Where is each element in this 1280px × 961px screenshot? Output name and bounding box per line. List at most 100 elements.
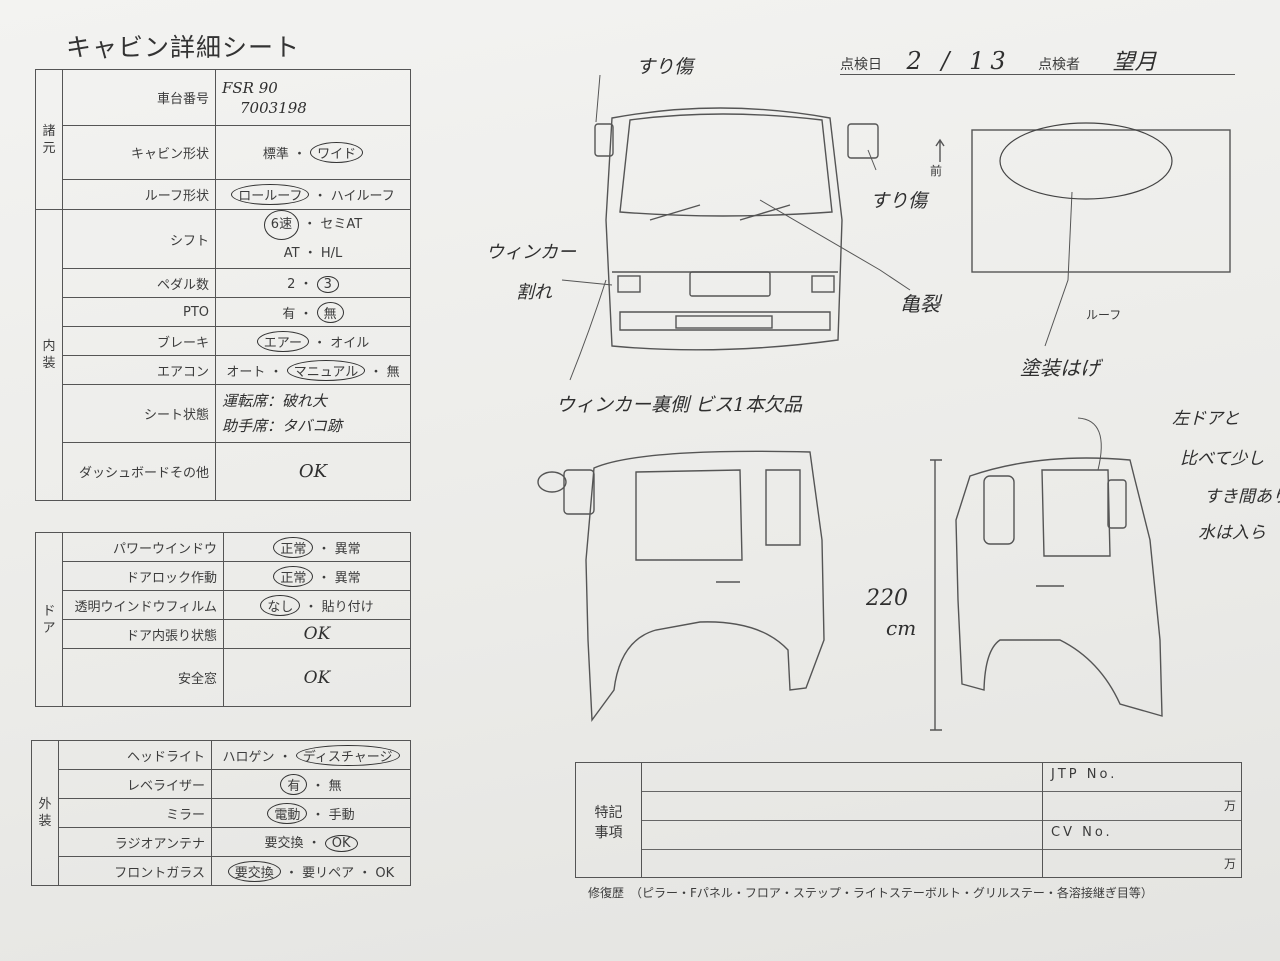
option: 2 <box>287 277 296 292</box>
group-door: ドア <box>35 532 63 707</box>
separator: ・ <box>299 306 313 322</box>
option-circled: エアー <box>256 330 309 352</box>
door-lock-value: 正常 ・ 異常 <box>223 561 411 591</box>
windshield-value: 要交換 ・ 要リペア ・ OK <box>211 856 411 886</box>
separator: ・ <box>369 364 383 380</box>
brake-value: エアー ・ オイル <box>215 326 411 356</box>
separator: ・ <box>317 570 331 586</box>
annotation-crack: 亀裂 <box>900 292 940 316</box>
separator: ・ <box>284 865 298 881</box>
notes-line <box>642 820 1241 821</box>
specs-interior-table: 諸元 車台番号 FSR 90 7003198 キャビン形状 標準 ・ ワイド ル… <box>35 69 411 501</box>
row-label: シフト <box>62 209 216 269</box>
door-table: ドア パワーウインドウ 正常 ・ 異常 ドアロック作動 正常 ・ 異常 透明ウイ… <box>35 532 411 707</box>
annotation-winker-back: ウィンカー裏側 ビス1本欠品 <box>556 394 803 416</box>
row-label: PTO <box>62 297 216 327</box>
inspector-label: 点検者 <box>1038 57 1081 73</box>
row-label: 車台番号 <box>62 69 216 126</box>
repair-history: 修復歴 （ピラー・Fパネル・フロア・ステップ・ライトステーボルト・グリルステー・… <box>588 886 1153 900</box>
option: H/L <box>320 246 343 261</box>
group-interior: 内装 <box>35 209 63 501</box>
option-circled: 正常 <box>273 565 314 587</box>
option: 要リペア <box>302 865 355 881</box>
option-circled: 正常 <box>273 536 314 558</box>
row-label: 安全窓 <box>62 648 224 707</box>
chassis-model: FSR 90 <box>222 78 278 97</box>
separator: ・ <box>304 599 318 615</box>
inspection-date: 2 / 13 <box>906 47 1012 75</box>
option: 要交換 <box>264 836 304 851</box>
group-exterior: 外装 <box>31 740 59 886</box>
option-circled: マニュアル <box>286 359 366 381</box>
chassis-serial: 7003198 <box>240 98 307 117</box>
option: 有 <box>282 306 296 322</box>
jtp-number-label: JTP No. <box>1051 767 1118 782</box>
notes-line <box>642 791 1241 792</box>
header-underline <box>840 74 1235 75</box>
row-label: ラジオアンテナ <box>58 827 212 857</box>
pto-value: 有 ・ 無 <box>215 297 411 327</box>
option: ハロゲン <box>222 749 275 765</box>
safety-window-value: OK <box>223 648 411 707</box>
side-view-left-drawing <box>537 450 825 723</box>
cabin-shape-value: 標準 ・ ワイド <box>215 125 411 180</box>
annotation-door-4: 水は入ら <box>1198 523 1266 543</box>
option: 無 <box>386 364 400 380</box>
power-window-value: 正常 ・ 異常 <box>223 532 411 562</box>
annotation-scratch-right: すり傷 <box>870 190 928 212</box>
sheet-title: キャビン詳細シート <box>66 33 301 62</box>
separator: ・ <box>311 778 325 794</box>
annotation-height-value: 220 <box>866 586 908 611</box>
option: オイル <box>330 335 370 351</box>
annotation-door-3: すき間あり <box>1204 487 1280 507</box>
cv-number-label: CV No. <box>1051 825 1113 840</box>
option-circled: なし <box>260 594 301 616</box>
special-notes-box: 特記 事項 JTP No. 万 CV No. 万 <box>575 762 1242 878</box>
option-circled: ロールーフ <box>231 184 310 205</box>
exterior-table: 外装 ヘッドライト ハロゲン ・ ディスチャージ レベライザー 有 ・ 無 ミラ… <box>31 740 411 886</box>
option: オート <box>226 364 266 380</box>
inspection-header: 点検日 2 / 13 点検者 望月 <box>840 44 1157 76</box>
passenger-seat-note: 助手席：タバコ跡 <box>222 416 343 435</box>
separator: ・ <box>292 147 306 162</box>
option: AT <box>283 246 300 261</box>
notes-line <box>642 849 1241 850</box>
separator: ・ <box>307 836 321 851</box>
annotation-door-1: 左ドアと <box>1172 409 1240 429</box>
separator: ・ <box>269 364 283 380</box>
separator: ・ <box>313 189 327 204</box>
inspection-date-label: 点検日 <box>840 57 882 73</box>
dashboard-value: OK <box>215 442 411 501</box>
option: 無 <box>328 778 342 794</box>
seat-condition-value: 運転席：破れ大 助手席：タバコ跡 <box>215 384 411 443</box>
separator: ・ <box>303 217 317 232</box>
annotation-winker-broken: 割れ <box>516 282 552 303</box>
annotation-winker: ウィンカー <box>486 242 576 263</box>
inspector-name: 望月 <box>1112 50 1157 75</box>
shift-value: 6速 ・ セミAT AT ・ H/L <box>215 209 411 269</box>
roof-view-drawing <box>971 129 1231 273</box>
option-circled: ワイド <box>310 142 364 163</box>
row-label: ヘッドライト <box>58 740 212 770</box>
roof-label: ルーフ <box>1086 308 1122 322</box>
special-notes-label-1: 特記 <box>594 805 623 821</box>
separator: ・ <box>313 335 327 351</box>
option: 標準 <box>262 147 289 162</box>
option: ハイルーフ <box>330 189 395 204</box>
option-circled: 要交換 <box>227 860 281 882</box>
row-label: ダッシュボードその他 <box>62 442 216 501</box>
row-label: ブレーキ <box>62 326 216 356</box>
row-label: パワーウインドウ <box>62 532 224 562</box>
front-label: 前 <box>930 164 943 178</box>
option-circled: 電動 <box>267 802 308 824</box>
annotation-height-unit: cm <box>886 616 917 640</box>
reference-numbers: JTP No. 万 CV No. 万 <box>1042 763 1242 877</box>
side-view-right-drawing <box>930 457 1163 731</box>
option: 異常 <box>334 541 361 557</box>
row-label: フロントガラス <box>58 856 212 886</box>
row-label: シート状態 <box>62 384 216 443</box>
option-circled: 無 <box>316 301 344 323</box>
front-arrow-icon <box>935 138 945 162</box>
annotation-scratch-left: すり傷 <box>636 56 694 78</box>
